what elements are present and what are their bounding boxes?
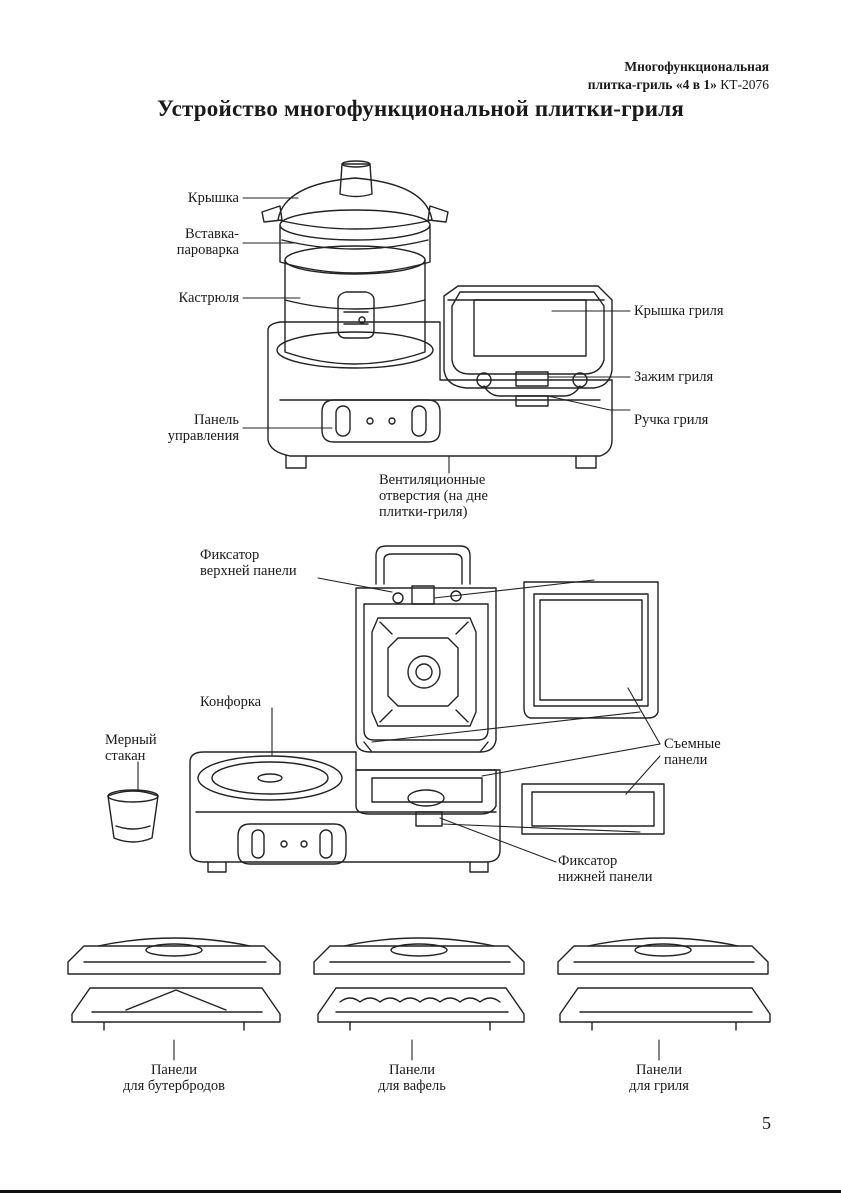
middle-device-illustration xyxy=(107,545,665,873)
label-vents-line3: плитки-гриля) xyxy=(379,504,468,520)
label-steamer-line2: пароварка xyxy=(176,242,239,258)
label-removable-panels: Съемные панели xyxy=(664,736,721,768)
label-control-panel-line1: Панель xyxy=(194,412,239,428)
bottom-leader-lines xyxy=(173,1039,660,1061)
label-upper-panel-lock-line1: Фиксатор xyxy=(200,547,260,563)
top-leader-lines xyxy=(242,197,631,474)
label-grill-panels-line1: Панели xyxy=(635,1062,683,1078)
label-measuring-cup-line1: Мерный xyxy=(105,732,157,748)
label-lid: Крышка xyxy=(187,190,239,206)
label-sandwich-panels-line2: для бутербродов xyxy=(123,1078,225,1094)
panel-sets-illustration xyxy=(67,937,771,1031)
label-removable-panels-line2: панели xyxy=(664,752,708,768)
label-grill-panels-line2: для гриля xyxy=(629,1078,689,1094)
label-grill-clamp: Зажим гриля xyxy=(634,369,714,385)
label-sandwich-panels: Панели для бутербродов xyxy=(94,1062,254,1094)
label-waffle-panels: Панели для вафель xyxy=(332,1062,492,1094)
top-device-illustration xyxy=(261,160,613,469)
label-lower-panel-lock-line1: Фиксатор xyxy=(558,853,618,869)
middle-leader-lines xyxy=(137,577,661,863)
label-steamer: Вставка- пароварка xyxy=(177,226,239,258)
label-grill-panels: Панели для гриля xyxy=(579,1062,739,1094)
header-model: Многофункциональная плитка-гриль «4 в 1»… xyxy=(588,58,769,94)
sandwich-panel-set xyxy=(67,937,281,1031)
label-vents: Вентиляционные отверстия (на дне плитки-… xyxy=(379,472,488,520)
page-number: 5 xyxy=(762,1113,771,1133)
bottom-edge-rule xyxy=(0,1190,841,1193)
header-model-number: КТ-2076 xyxy=(716,77,769,92)
label-removable-panels-line1: Съемные xyxy=(664,736,721,752)
grill-panel-set xyxy=(557,937,771,1031)
label-grill-handle: Ручка гриля xyxy=(634,412,709,428)
label-waffle-panels-line1: Панели xyxy=(388,1062,436,1078)
label-vents-line2: отверстия (на дне xyxy=(379,488,488,504)
label-lower-panel-lock: Фиксатор нижней панели xyxy=(558,853,653,885)
label-upper-panel-lock-line2: верхней панели xyxy=(200,563,297,579)
label-grill-lid: Крышка гриля xyxy=(634,303,724,319)
label-steamer-line1: Вставка- xyxy=(185,226,239,242)
label-measuring-cup: Мерный стакан xyxy=(105,732,157,764)
label-sandwich-panels-line1: Панели xyxy=(150,1062,198,1078)
label-measuring-cup-line2: стакан xyxy=(105,748,146,764)
label-pot: Кастрюля xyxy=(178,290,240,306)
page-title: Устройство многофункциональной плитки-гр… xyxy=(157,96,684,121)
header-line1: Многофункциональная xyxy=(624,59,769,74)
label-upper-panel-lock: Фиксатор верхней панели xyxy=(200,547,297,579)
label-waffle-panels-line2: для вафель xyxy=(378,1078,446,1094)
label-vents-line1: Вентиляционные xyxy=(379,472,486,488)
waffle-panel-set xyxy=(313,937,525,1031)
label-burner: Конфорка xyxy=(200,694,262,710)
label-lower-panel-lock-line2: нижней панели xyxy=(558,869,653,885)
label-control-panel: Панель управления xyxy=(168,412,239,444)
header-line2-bold: плитка-гриль «4 в 1» xyxy=(587,77,717,92)
label-control-panel-line2: управления xyxy=(167,428,239,444)
